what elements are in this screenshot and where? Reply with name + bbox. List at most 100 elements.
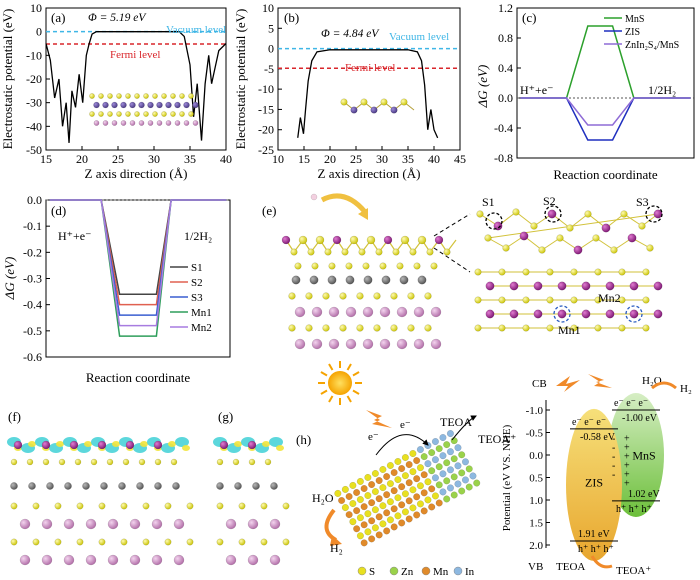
atom — [116, 111, 122, 117]
atom — [546, 324, 554, 332]
atom — [390, 292, 398, 300]
atom — [417, 275, 427, 285]
atom — [417, 235, 427, 245]
atom — [394, 494, 402, 502]
atom — [405, 515, 413, 523]
x-tick-label: 15 — [298, 152, 310, 166]
electron-label: e⁻ — [400, 419, 411, 431]
atom — [42, 458, 50, 466]
atom — [416, 464, 424, 472]
atom — [368, 481, 376, 489]
atom — [547, 209, 557, 219]
legend-swatch — [421, 566, 431, 576]
depletion-region — [269, 437, 283, 447]
mns-label: MnS — [632, 449, 655, 463]
atom — [407, 292, 415, 300]
atom — [381, 275, 391, 285]
atom — [161, 93, 167, 99]
atom — [153, 440, 163, 450]
legend-label: In — [465, 566, 475, 578]
atom — [252, 482, 260, 490]
atom — [618, 296, 626, 304]
atom — [247, 554, 259, 566]
atom — [394, 458, 402, 466]
atom — [136, 482, 144, 490]
y-tick-label: -20 — [258, 123, 274, 137]
atom — [349, 481, 357, 489]
atom — [19, 554, 31, 566]
atom — [409, 468, 417, 476]
atom — [327, 275, 337, 285]
atom — [269, 518, 281, 530]
atom — [111, 101, 118, 109]
atom — [341, 504, 349, 512]
atom — [450, 491, 458, 499]
atom — [82, 482, 90, 490]
atom — [107, 518, 119, 530]
atom — [360, 485, 368, 493]
atom — [573, 245, 583, 255]
atom — [179, 111, 185, 117]
sun-ray — [346, 363, 352, 371]
atom — [170, 93, 176, 99]
interface-charge: - — [612, 452, 615, 463]
accumulation-region — [182, 445, 190, 451]
atom — [98, 538, 106, 546]
y-tick-label: -0.1 — [23, 219, 42, 233]
atom — [138, 101, 145, 109]
site-marker — [625, 305, 643, 323]
y-tick-label: 1.0 — [529, 495, 543, 507]
teoa-label: TEOA — [440, 415, 472, 429]
h-adsorption-arrow — [320, 193, 367, 214]
mns-holes: h⁺ h⁺ h⁺ — [616, 504, 652, 515]
hydrogen-atom — [310, 193, 318, 201]
x-tick-label: 25 — [350, 152, 362, 166]
atom — [439, 488, 447, 496]
panel-letter: (f) — [8, 409, 21, 424]
atom — [188, 93, 194, 99]
atom — [390, 523, 398, 531]
atom — [28, 482, 36, 490]
bond — [487, 237, 507, 249]
atom — [458, 451, 466, 459]
atom — [629, 309, 639, 319]
atom — [362, 338, 374, 350]
y-axis-label: Electrostatic potential (eV) — [0, 9, 15, 150]
legend-swatch — [357, 566, 367, 576]
y-tick-label: 0.4 — [498, 61, 513, 75]
atom — [311, 306, 323, 318]
accumulation-region — [112, 441, 120, 447]
atom — [338, 497, 346, 505]
depletion-region — [175, 437, 189, 447]
atom — [375, 531, 383, 539]
atom — [332, 235, 342, 245]
atom — [173, 554, 185, 566]
atom — [238, 538, 246, 546]
atom — [173, 518, 185, 530]
y-axis-label: ΔG (eV) — [2, 257, 17, 301]
atom — [461, 458, 469, 466]
atom — [443, 477, 451, 485]
atom — [349, 518, 357, 526]
accumulation-region — [234, 441, 242, 447]
hydrogen-label: H₂ — [330, 541, 343, 555]
zoom-connector — [433, 213, 471, 237]
water-label: H₂O — [312, 491, 334, 505]
interface-charge: - — [612, 461, 615, 472]
panel-letter: (g) — [218, 409, 233, 424]
reactant-label: H⁺+e⁻ — [58, 229, 91, 243]
atom — [383, 491, 391, 499]
atom — [394, 512, 402, 520]
atom — [431, 456, 439, 464]
atom — [383, 473, 391, 481]
x-tick-label: 40 — [428, 152, 440, 166]
y-tick-label: 0 — [36, 25, 42, 39]
work-function-label: Φ = 4.84 eV — [321, 28, 380, 40]
atom — [443, 495, 451, 503]
atom — [401, 454, 409, 462]
product-label: 1/2H₂ — [184, 229, 212, 243]
atom — [435, 481, 443, 489]
atom — [97, 440, 107, 450]
legend-label: S2 — [191, 277, 203, 289]
